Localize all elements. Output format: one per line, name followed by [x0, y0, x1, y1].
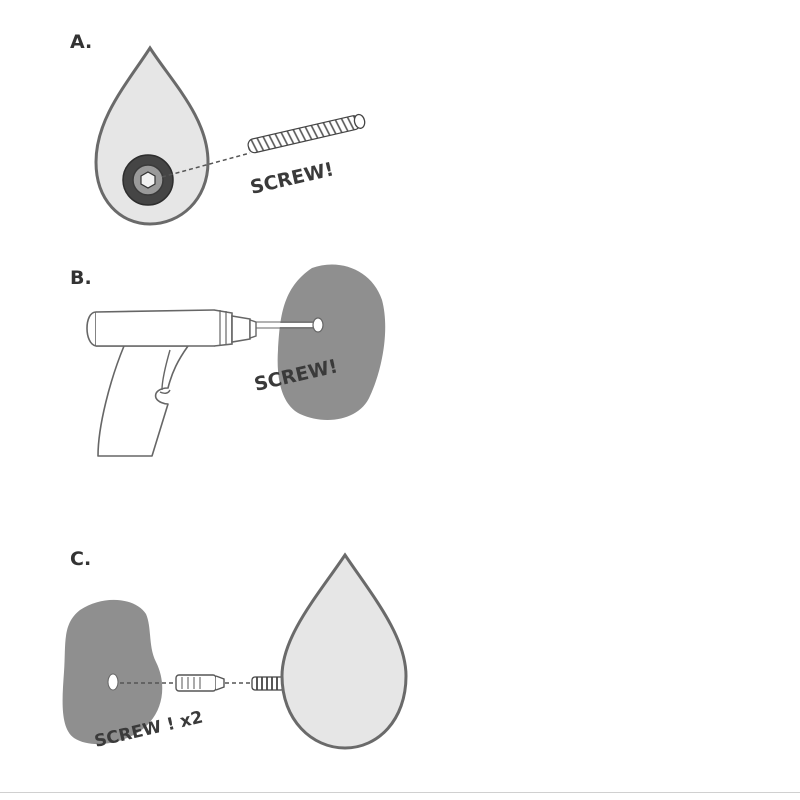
step-a-label: A.	[70, 31, 93, 53]
hanging-bolt-icon	[122, 154, 174, 206]
step-b-illustration	[86, 264, 386, 457]
mirror-icon	[280, 552, 408, 750]
screw-icon	[247, 113, 366, 154]
wall-anchor-icon	[175, 674, 225, 692]
wall-icon	[277, 264, 386, 420]
pilot-hole	[312, 317, 324, 333]
step-a-illustration	[94, 45, 366, 226]
step-c-illustration	[62, 552, 408, 750]
step-c-label: C.	[70, 548, 92, 570]
drill-icon	[86, 309, 257, 457]
bottom-divider	[0, 792, 800, 793]
wall-hole	[107, 673, 119, 691]
wall-icon	[62, 599, 163, 745]
alignment-guide	[161, 152, 251, 178]
screw-icon	[251, 676, 285, 691]
step-b-label: B.	[70, 267, 92, 289]
step-a-caption: SCREW!	[248, 158, 336, 199]
